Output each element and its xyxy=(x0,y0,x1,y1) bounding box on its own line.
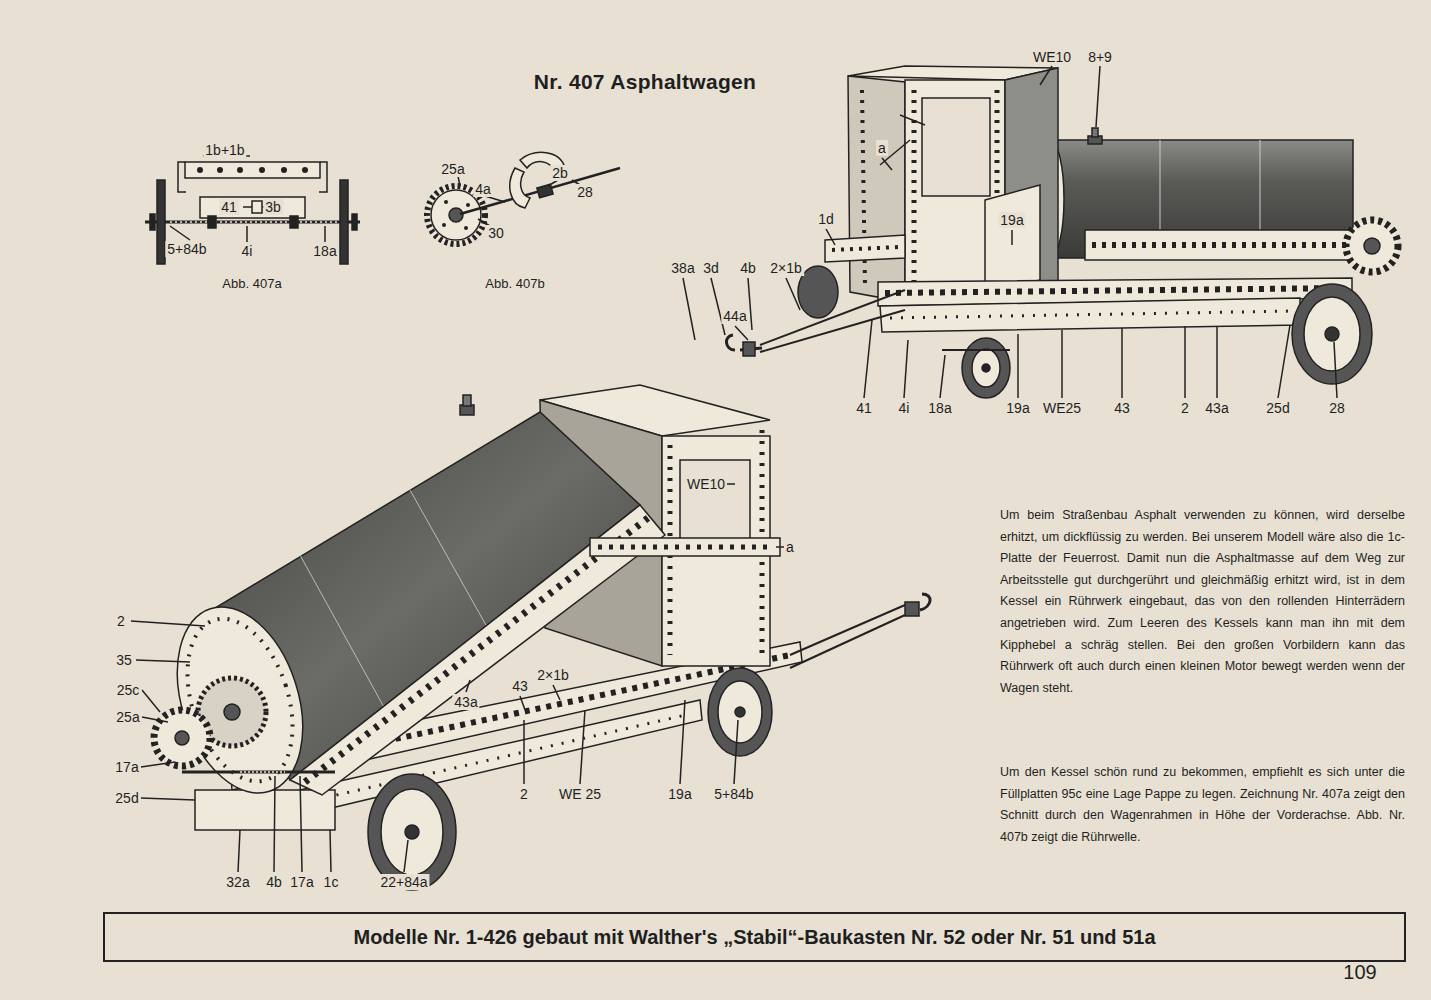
part-number: 5+84b xyxy=(712,786,755,802)
part-number: 1d xyxy=(816,211,836,227)
stirring-shaft xyxy=(427,152,620,244)
body-text: Um den Kessel schön rund zu bekommen, em… xyxy=(1000,762,1405,848)
part-number: 4a xyxy=(473,181,493,197)
page-title: Nr. 407 Asphaltwagen xyxy=(534,70,756,94)
part-number: 17a xyxy=(113,759,140,775)
part-number: 28 xyxy=(575,184,595,200)
figure-caption: Abb. 407b xyxy=(483,276,546,292)
part-number: 30 xyxy=(486,225,506,241)
caption-text: Modelle Nr. 1-426 gebaut mit Walther's „… xyxy=(353,926,1155,949)
caption-box: Modelle Nr. 1-426 gebaut mit Walther's „… xyxy=(103,912,1406,962)
page-number: 109 xyxy=(1341,964,1378,980)
part-number: 17a xyxy=(288,874,315,890)
part-number: 38a xyxy=(669,260,696,276)
asphalt-wagon-side xyxy=(683,66,1398,398)
part-number: 35 xyxy=(114,652,134,668)
part-number: 19a xyxy=(1004,400,1031,416)
part-number: 2b xyxy=(550,165,570,181)
part-number: WE10 xyxy=(685,476,727,492)
part-number: 32a xyxy=(224,874,251,890)
part-number: 25a xyxy=(439,161,466,177)
part-number: 8+9 xyxy=(1086,49,1114,65)
part-number: 22+84a xyxy=(378,874,429,890)
part-number: 1c xyxy=(322,874,341,890)
part-number: 2 xyxy=(1179,400,1191,416)
part-number: 18a xyxy=(311,243,338,259)
part-number: 25a xyxy=(114,709,141,725)
part-number: 5+84b xyxy=(165,241,208,257)
part-number: 43 xyxy=(510,678,530,694)
part-number: 43a xyxy=(452,694,479,710)
part-number: 3d xyxy=(701,260,721,276)
part-number: 4i xyxy=(897,400,912,416)
part-number: WE10 xyxy=(1031,49,1073,65)
part-number: a xyxy=(876,140,888,156)
part-number: 25c xyxy=(115,682,142,698)
part-number: a xyxy=(784,539,796,555)
part-number: 25d xyxy=(1264,400,1291,416)
part-number: 43 xyxy=(1112,400,1132,416)
part-number: WE25 xyxy=(1041,400,1083,416)
part-number: 41 xyxy=(854,400,874,416)
part-number: WE 25 xyxy=(557,786,603,802)
part-number: 43a xyxy=(1203,400,1230,416)
part-number: 4b xyxy=(264,874,284,890)
part-number: 2×1b xyxy=(535,667,571,683)
part-number: 19a xyxy=(666,786,693,802)
part-number: 3b xyxy=(263,199,283,215)
part-number: 19a xyxy=(998,212,1025,228)
asphalt-wagon-tilted xyxy=(131,385,930,890)
part-number: 18a xyxy=(926,400,953,416)
part-number: 25d xyxy=(113,790,140,806)
part-number: 4i xyxy=(240,243,255,259)
part-number: 1b+1b xyxy=(203,142,246,158)
figure-caption: Abb. 407a xyxy=(220,276,283,292)
part-number: 2×1b xyxy=(768,260,804,276)
part-number: 41 xyxy=(219,199,239,215)
frame-section xyxy=(145,156,360,264)
part-number: 2 xyxy=(518,786,530,802)
part-number: 4b xyxy=(738,260,758,276)
part-number: 2 xyxy=(115,613,127,629)
body-text: Um beim Straßenbau Asphalt verwenden zu … xyxy=(1000,505,1405,699)
part-number: 44a xyxy=(721,308,748,324)
part-number: 28 xyxy=(1327,400,1347,416)
